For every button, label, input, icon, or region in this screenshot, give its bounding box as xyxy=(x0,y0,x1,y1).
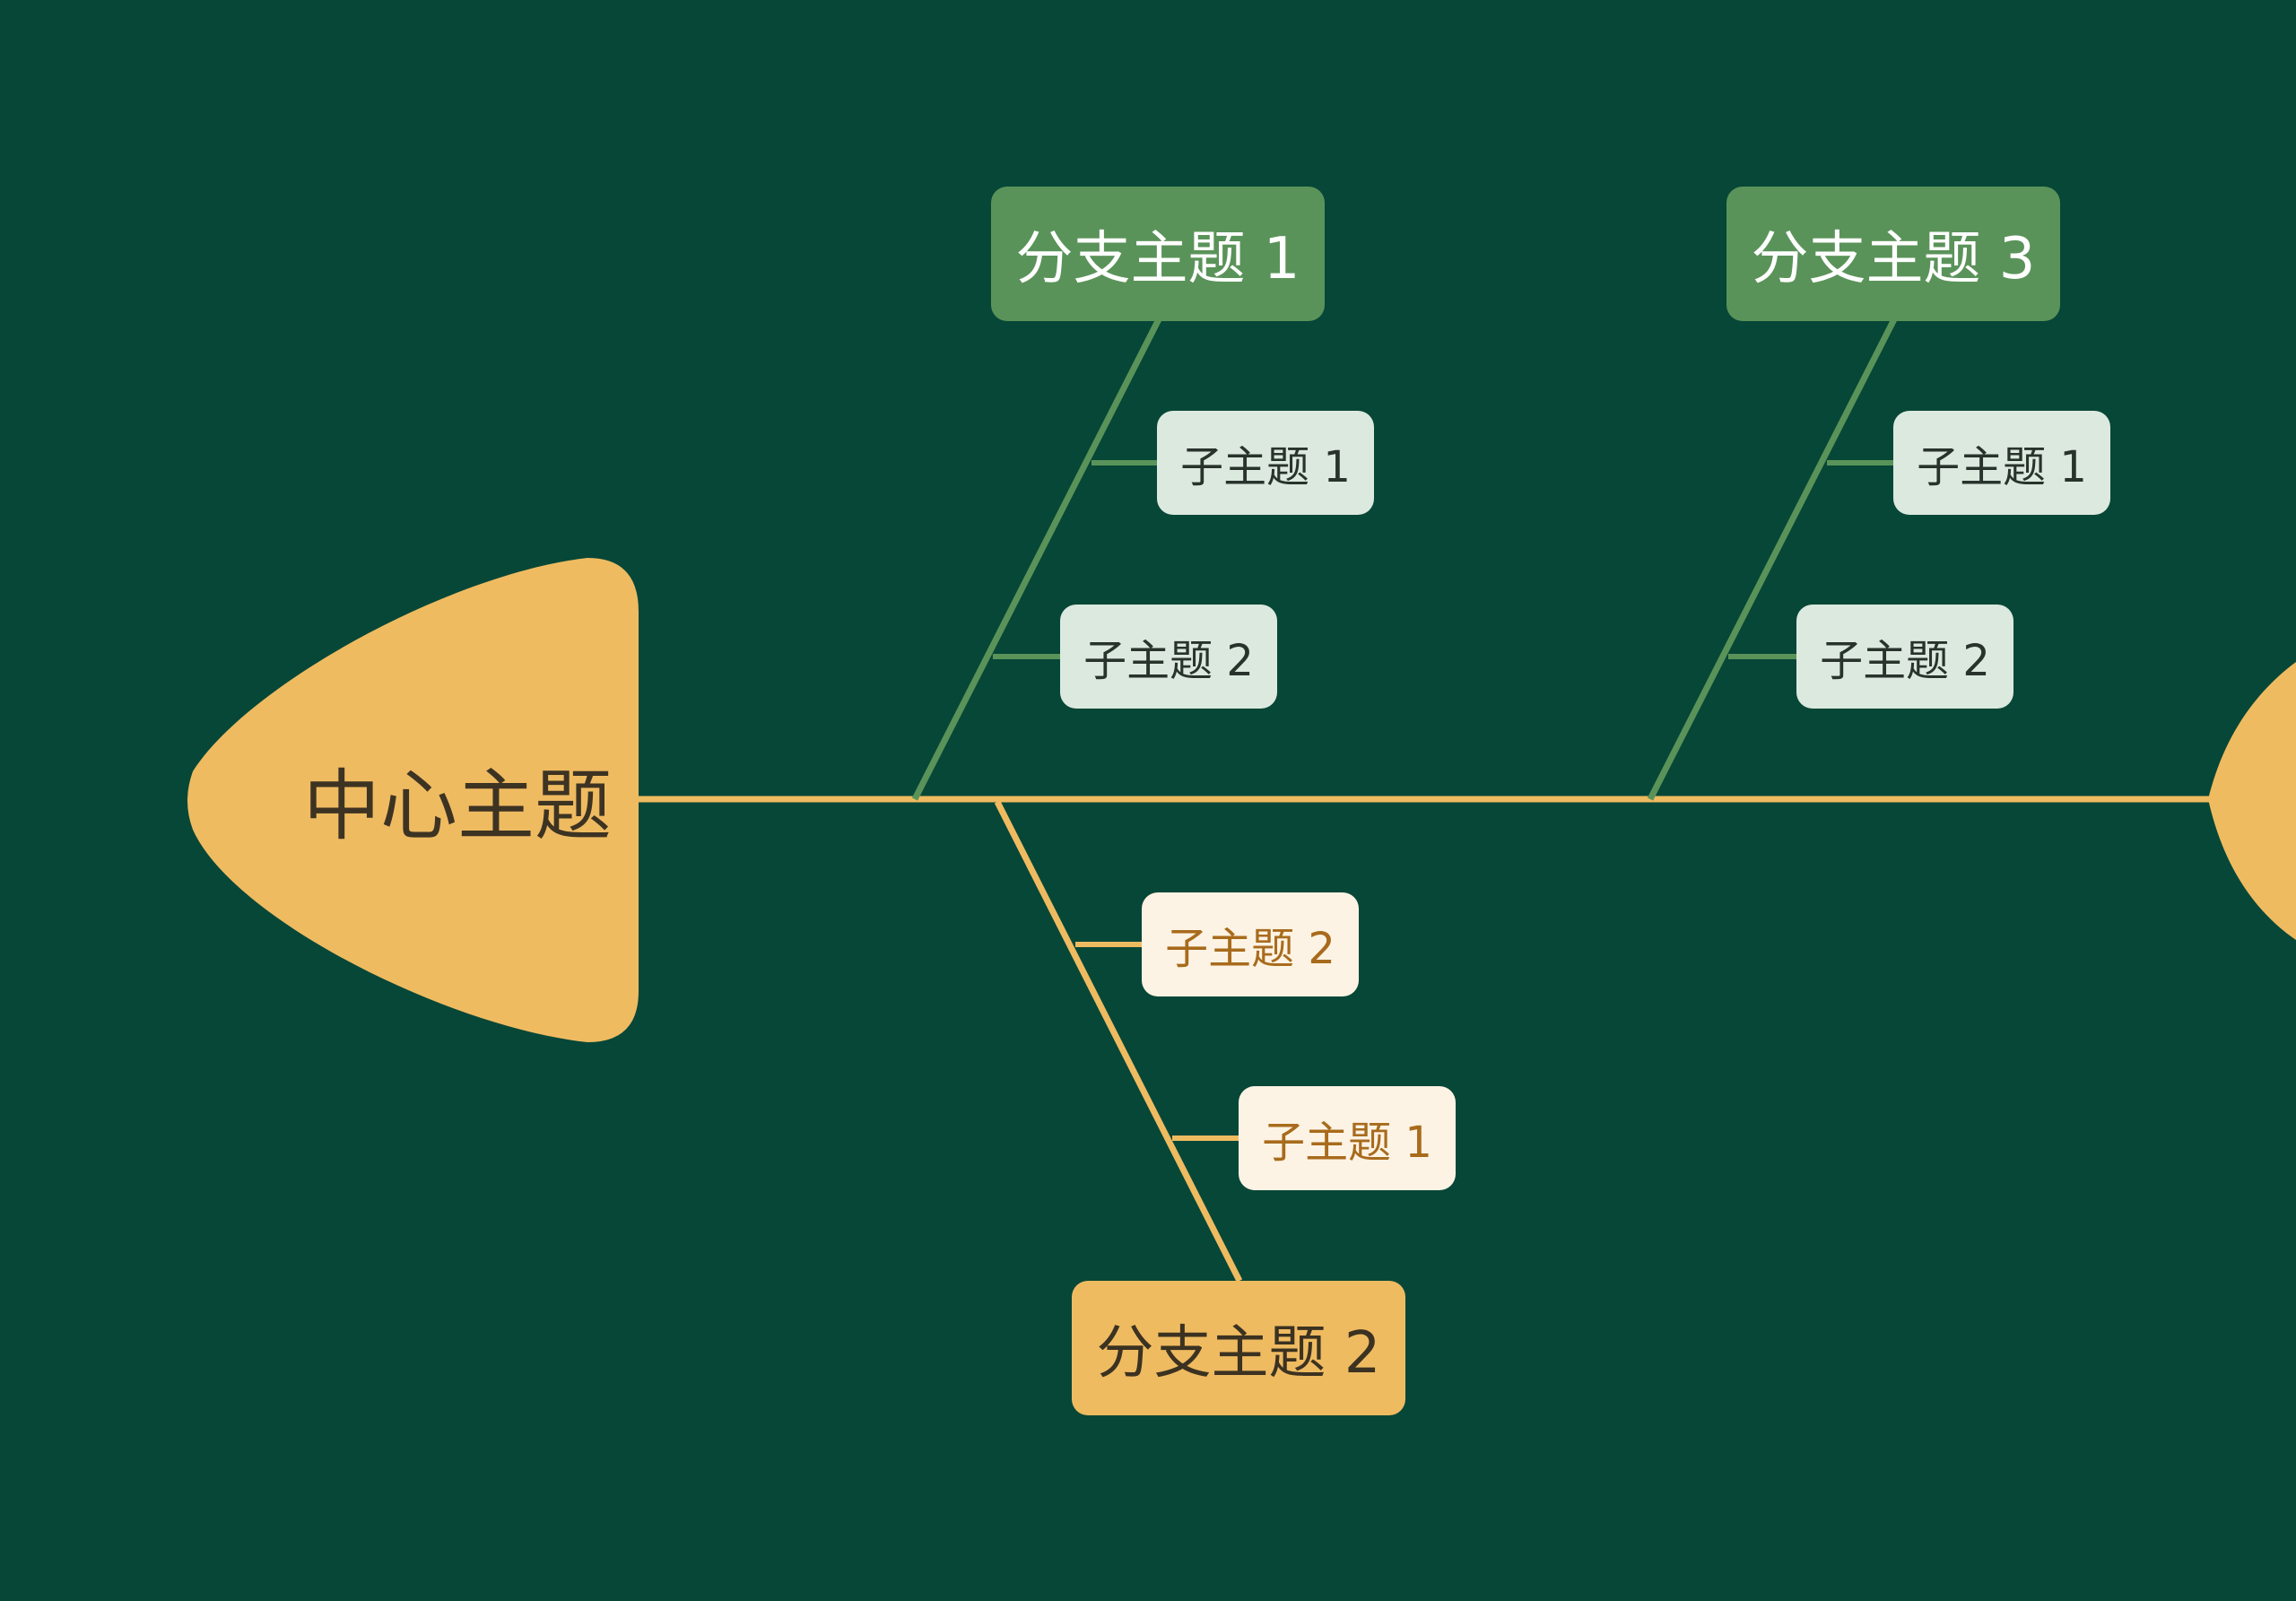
branch-3-line xyxy=(1647,318,1898,801)
branch-topic-2[interactable]: 分支主题 2 xyxy=(1072,1281,1405,1415)
branch-1-subtopic-1[interactable]: 子主题 1 xyxy=(1157,411,1374,515)
branch-3-subtopic-1[interactable]: 子主题 1 xyxy=(1893,411,2110,515)
branch-1-line xyxy=(911,318,1162,801)
branch-3-subtopic-2[interactable]: 子主题 2 xyxy=(1796,605,2013,709)
branch-2-subtopic-1[interactable]: 子主题 1 xyxy=(1239,1086,1456,1190)
branch-topic-1[interactable]: 分支主题 1 xyxy=(991,187,1325,321)
center-topic-shape[interactable] xyxy=(187,558,639,1042)
fish-tail-shape xyxy=(2208,662,2296,940)
center-topic-label[interactable]: 中心主题 xyxy=(303,761,612,851)
branch-2-line xyxy=(994,800,1243,1283)
branch-topic-3[interactable]: 分支主题 3 xyxy=(1726,187,2060,321)
branch-2-subtopic-2[interactable]: 子主题 2 xyxy=(1142,892,1359,996)
branch-1-subtopic-2[interactable]: 子主题 2 xyxy=(1060,605,1277,709)
